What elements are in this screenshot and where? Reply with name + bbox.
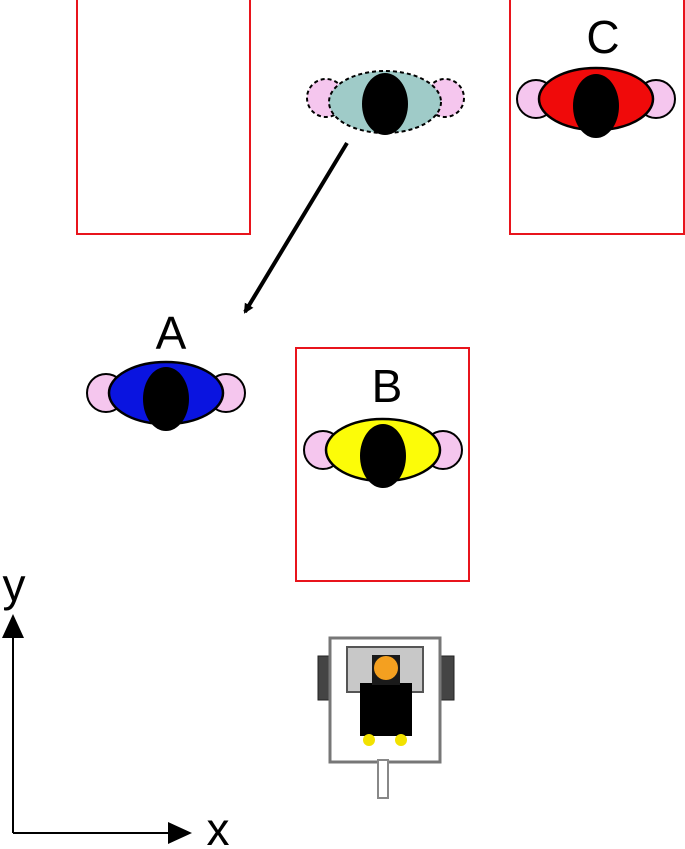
person-b-head-icon — [360, 424, 406, 488]
person-b-icon — [303, 417, 463, 488]
robot-tail-icon — [377, 759, 389, 799]
robot-right-caster-icon — [395, 734, 407, 746]
y-axis-arrowhead-icon — [2, 614, 24, 638]
person-a-icon — [86, 360, 246, 431]
zone-b — [295, 347, 470, 582]
person-c-head-icon — [573, 74, 619, 138]
robot-controller-icon — [360, 683, 412, 736]
zone-c — [509, 0, 685, 235]
robot-right-wheel-icon — [440, 655, 455, 701]
axis-x-label: x — [207, 803, 230, 849]
robot-sensor-light-icon — [374, 656, 398, 680]
person-a-head-icon — [143, 367, 189, 431]
zone-top-left — [76, 0, 251, 235]
robot-left-caster-icon — [363, 734, 375, 746]
axis-y-label: y — [3, 559, 26, 611]
person-a-label: A — [156, 307, 187, 359]
robot-icon — [317, 636, 455, 799]
person-b-label: B — [372, 360, 403, 412]
ghost-head-icon — [362, 73, 408, 135]
ghost-person-icon — [306, 70, 465, 135]
motion-arrow-icon — [243, 141, 349, 314]
coordinate-axes — [2, 614, 192, 844]
person-c-label: C — [586, 11, 619, 63]
x-axis-arrowhead-icon — [168, 822, 192, 844]
person-c-icon — [516, 66, 676, 138]
